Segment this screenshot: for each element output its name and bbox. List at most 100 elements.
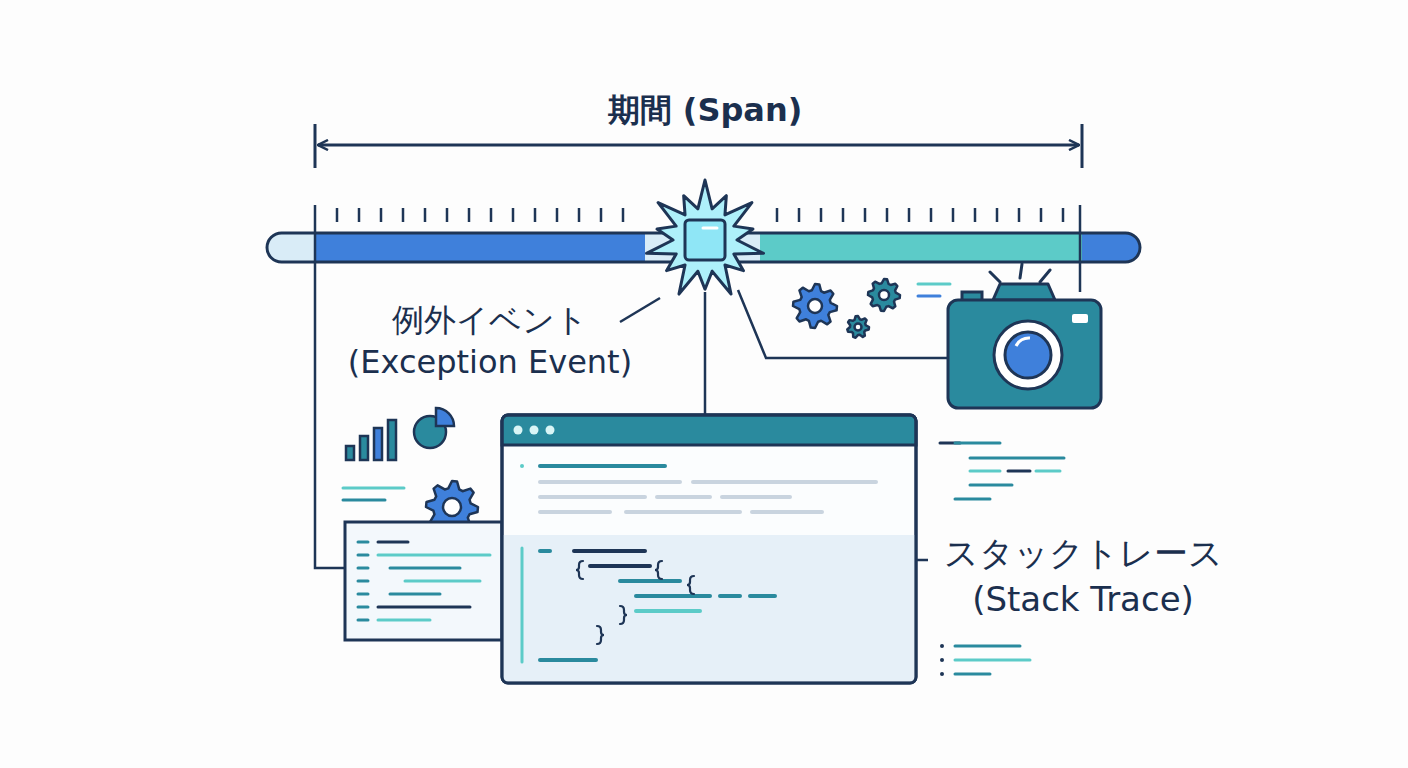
log-panel bbox=[358, 580, 368, 583]
text-lines bbox=[955, 659, 1030, 662]
timeline-tick bbox=[776, 208, 779, 222]
leader-line bbox=[620, 298, 660, 322]
chart-icon bbox=[388, 420, 396, 460]
log-panel bbox=[405, 580, 480, 583]
chart-icon bbox=[346, 446, 354, 460]
code-window bbox=[750, 594, 775, 598]
gear-icon bbox=[793, 284, 837, 328]
gear-icon bbox=[868, 279, 900, 311]
log-panel bbox=[345, 522, 502, 640]
timeline-bar bbox=[315, 233, 645, 262]
timeline-tick bbox=[490, 208, 493, 222]
span-bracket bbox=[314, 124, 317, 168]
timeline-tick bbox=[996, 208, 999, 222]
timeline-tick bbox=[1018, 208, 1021, 222]
timeline-tick bbox=[446, 208, 449, 222]
code-window bbox=[546, 426, 555, 435]
timeline-tick bbox=[908, 208, 911, 222]
exception-burst bbox=[703, 227, 717, 230]
timeline-tick bbox=[930, 208, 933, 222]
log-panel bbox=[358, 567, 368, 570]
log-panel bbox=[390, 567, 460, 570]
exception-burst bbox=[647, 180, 764, 294]
timeline-tick bbox=[1062, 208, 1065, 222]
span-boundary bbox=[315, 292, 345, 568]
code-brace bbox=[576, 561, 583, 579]
log-panel bbox=[378, 554, 490, 557]
gear-icon bbox=[443, 498, 461, 516]
timeline-bar bbox=[760, 233, 1082, 262]
span-bracket bbox=[315, 124, 1082, 168]
code-brace bbox=[620, 606, 627, 624]
exception-label: 例外イベント (Exception Event) bbox=[305, 299, 675, 383]
code-window bbox=[540, 549, 550, 553]
snapshot-camera bbox=[948, 264, 1101, 408]
text-lines bbox=[970, 457, 1064, 460]
timeline-tick bbox=[512, 208, 515, 222]
code-window bbox=[540, 510, 610, 514]
log-panel bbox=[378, 606, 470, 609]
code-window bbox=[520, 464, 524, 468]
span-bracket bbox=[318, 144, 1079, 147]
snapshot-camera bbox=[1005, 332, 1051, 378]
code-window bbox=[502, 415, 916, 683]
code-window bbox=[722, 495, 790, 499]
chart-icon bbox=[436, 408, 454, 426]
snapshot-camera bbox=[990, 264, 1050, 282]
text-lines bbox=[918, 283, 950, 286]
leader-line bbox=[704, 292, 707, 415]
leader-line bbox=[738, 290, 948, 358]
code-window bbox=[752, 510, 822, 514]
code-window bbox=[530, 426, 539, 435]
code-window bbox=[590, 564, 650, 568]
timeline-tick bbox=[556, 208, 559, 222]
log-panel bbox=[390, 593, 440, 596]
timeline-tick bbox=[424, 208, 427, 222]
code-window bbox=[657, 495, 710, 499]
text-lines bbox=[970, 470, 1000, 473]
text-lines bbox=[1036, 470, 1060, 473]
code-window bbox=[502, 415, 916, 445]
timeline-tick bbox=[1040, 208, 1043, 222]
span-boundary bbox=[1079, 205, 1082, 292]
snapshot-camera bbox=[994, 321, 1062, 389]
log-panel bbox=[358, 542, 490, 620]
text-lines bbox=[343, 499, 385, 502]
timeline-tick bbox=[864, 208, 867, 222]
timeline-tick bbox=[534, 208, 537, 222]
timeline-tick bbox=[952, 208, 955, 222]
code-window bbox=[521, 548, 524, 662]
chart-icon bbox=[360, 436, 368, 460]
code-window bbox=[636, 594, 710, 598]
timeline-tick bbox=[886, 208, 889, 222]
code-window bbox=[520, 464, 876, 662]
timeline-tick bbox=[336, 208, 339, 222]
text-lines bbox=[343, 488, 404, 500]
log-panel bbox=[345, 522, 502, 640]
text-lines bbox=[918, 295, 940, 298]
code-window bbox=[693, 480, 876, 484]
text-lines bbox=[940, 644, 944, 648]
text-lines bbox=[343, 487, 404, 490]
log-panel bbox=[358, 606, 368, 609]
gear-icon bbox=[855, 324, 862, 331]
span-bracket bbox=[1081, 124, 1084, 168]
timeline-tick bbox=[578, 208, 581, 222]
text-lines bbox=[955, 498, 990, 501]
text-lines bbox=[940, 658, 944, 662]
code-brace bbox=[576, 561, 694, 644]
gear-icon bbox=[847, 316, 869, 338]
code-brace bbox=[655, 561, 662, 579]
text-lines bbox=[955, 673, 990, 676]
timeline-tick bbox=[358, 208, 361, 222]
code-window bbox=[514, 426, 523, 435]
gear-icon bbox=[879, 290, 889, 300]
gear-icon bbox=[868, 279, 900, 311]
timeline-tick bbox=[380, 208, 383, 222]
snapshot-camera bbox=[993, 284, 1055, 300]
code-brace bbox=[687, 576, 694, 594]
text-lines bbox=[970, 484, 1012, 487]
timeline-tick bbox=[622, 208, 625, 222]
